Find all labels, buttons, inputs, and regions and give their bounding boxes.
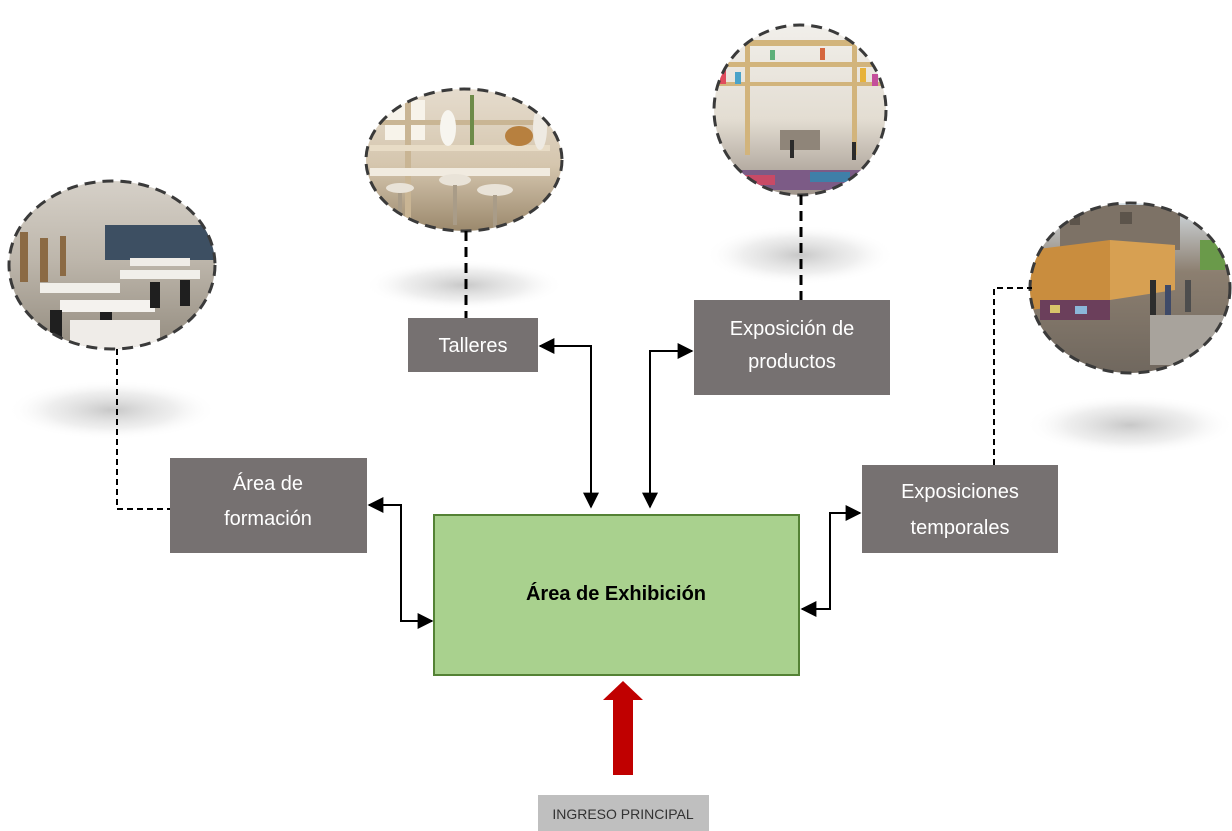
entrance-arrow — [603, 681, 643, 775]
dashed-connector-formacion — [116, 349, 170, 510]
node-exposicion-line1: Exposición de — [730, 318, 855, 340]
central-label: Área de Exhibición — [526, 582, 706, 605]
shadow-formacion — [7, 380, 217, 440]
connector-exposicion-central — [642, 343, 694, 509]
node-temporales-line1: Exposiciones — [901, 481, 1019, 503]
node-talleres-label: Talleres — [439, 335, 508, 357]
node-area-formacion: Área de formación — [170, 458, 367, 553]
shadow-talleres — [364, 260, 564, 310]
dashed-connector-temporales — [993, 287, 1032, 465]
connector-temporales-central — [800, 505, 862, 617]
entrance-label-box: INGRESO PRINCIPAL — [538, 795, 709, 831]
market-photo — [1028, 201, 1232, 375]
shadow-temporales — [1025, 395, 1232, 455]
node-exposicion-line2: productos — [748, 351, 836, 373]
shadow-exposicion — [705, 225, 895, 285]
connector-formacion-central — [367, 497, 434, 629]
exhibition-hall-photo — [712, 23, 888, 197]
node-temporales-line2: temporales — [911, 517, 1010, 539]
classroom-photo — [7, 179, 217, 351]
node-exposiciones-temporales: Exposiciones temporales — [862, 465, 1058, 553]
entrance-label: INGRESO PRINCIPAL — [552, 806, 694, 822]
central-area-exhibicion: Área de Exhibición — [433, 514, 800, 676]
workshop-photo — [364, 87, 564, 233]
node-formacion-line1: Área de — [233, 472, 303, 495]
node-talleres: Talleres — [408, 318, 538, 372]
connector-talleres-central — [538, 338, 599, 509]
node-exposicion-productos: Exposición de productos — [694, 300, 890, 395]
node-formacion-line2: formación — [224, 508, 312, 530]
